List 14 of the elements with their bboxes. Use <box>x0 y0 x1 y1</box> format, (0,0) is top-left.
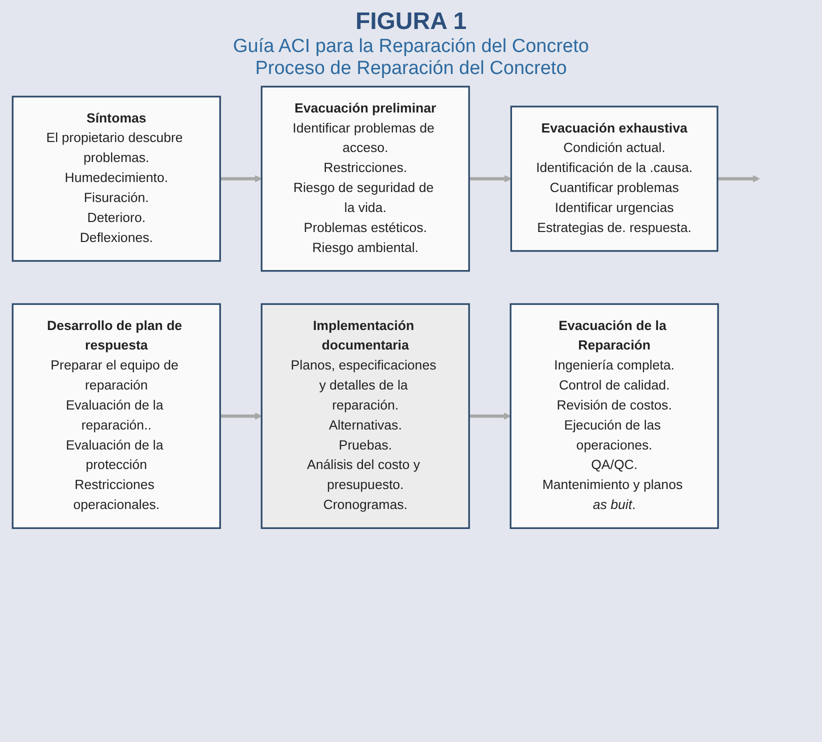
node-box: Evacuación preliminar Identificar problemas de acceso. Restricciones. Riesgo de seguridad de la vida. Problemas estéticos. Riesgo ambiental. <box>260 86 470 272</box>
arrow <box>717 175 760 182</box>
node-box: Evacuación exhaustiva Condición actual. Identificación de la .causa. Cuantificar problemas Identificar urgencias Estrategias de. respuesta. <box>510 106 718 252</box>
node-box: Desarrollo de plan de respuesta Preparar el equipo de reparación Evaluación de la reparación.. Evaluación de la protección Restricciones operacionales. <box>12 303 221 529</box>
node-box: Síntomas El propietario descubre problemas. Humedecimiento. Fisuración. Deterioro. Deflexiones. <box>12 96 221 262</box>
arrow <box>469 412 511 420</box>
figure-title: FIGURA 1 <box>354 8 468 36</box>
node-box: Evacuación de la Reparación Ingeniería completa. Control de calidad. Revisión de costos. Ejecución de las operaciones. QA/QC. Mantenimiento y planos as buit. <box>510 303 719 529</box>
subtitle: Proceso de Reparación del Concreto <box>254 58 568 80</box>
arrow <box>469 175 512 182</box>
node-box: Implementación documentaria Planos, especificaciones y detalles de la reparación. Alternativas. Pruebas. Análisis del costo y presupuesto. Cronogramas. <box>260 303 470 529</box>
arrow <box>220 175 262 182</box>
subtitle: Guía ACI para la Reparación del Concreto <box>232 36 590 58</box>
arrow <box>220 412 262 420</box>
